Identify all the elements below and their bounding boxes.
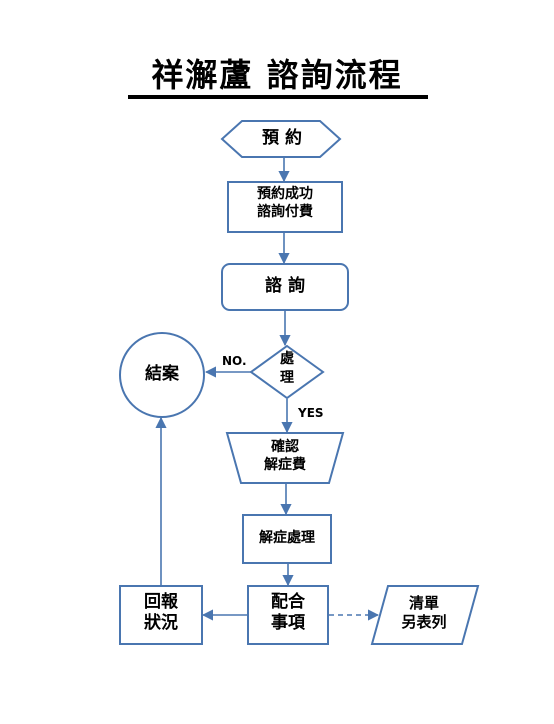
consult-label: 諮 詢 — [265, 276, 305, 296]
reserve-paid-line2: 諮詢付費 — [257, 203, 313, 220]
edge-label-no: NO. — [222, 354, 247, 368]
coordinate-line1: 配合 — [271, 592, 305, 612]
reserve-paid-line1: 預約成功 — [257, 186, 313, 202]
solve-label: 解症處理 — [259, 530, 315, 546]
confirm-fee-trapezoid — [225, 432, 345, 484]
close-case-label: 結案 — [145, 364, 179, 384]
list-line1: 清單 — [408, 594, 439, 612]
report-line2: 狀況 — [144, 613, 178, 634]
edge-label-yes: YES — [298, 406, 324, 420]
report-line1: 回報 — [144, 592, 178, 612]
reserve-paid-label: 預約成功 諮詢付費 — [228, 186, 342, 221]
list-label: 清單 另表列 — [376, 594, 472, 632]
coordinate-label: 配合 事項 — [248, 592, 328, 635]
report-label: 回報 狀況 — [120, 592, 202, 635]
title-underline — [128, 95, 428, 99]
process-line2: 理 — [280, 369, 294, 386]
process-label: 處 理 — [262, 350, 312, 388]
confirm-fee-line2: 解症費 — [264, 456, 306, 473]
report-box — [119, 585, 203, 645]
process-line1: 處 — [280, 351, 294, 367]
list-parallelogram — [370, 585, 480, 645]
diagram-title: 祥澥蘆 諮詢流程 — [151, 56, 403, 94]
reserve-hexagon — [220, 120, 342, 158]
coordinate-box — [247, 585, 329, 645]
confirm-fee-line1: 確認 — [271, 439, 299, 455]
coordinate-line2: 事項 — [271, 613, 305, 634]
reserve-label: 預 約 — [262, 128, 302, 148]
process-diamond — [249, 344, 325, 400]
confirm-fee-label: 確認 解症費 — [232, 439, 338, 474]
solve-box — [242, 514, 332, 564]
list-line2: 另表列 — [401, 612, 447, 631]
